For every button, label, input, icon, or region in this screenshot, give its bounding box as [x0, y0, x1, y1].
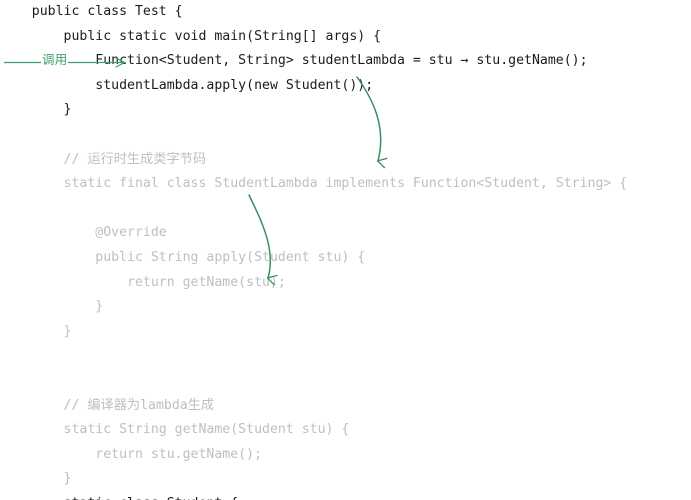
code-line: static final class StudentLambda impleme…	[0, 176, 628, 192]
code-line	[0, 123, 691, 148]
code-line: }	[0, 102, 72, 118]
code-line	[0, 369, 691, 394]
code-line: return getName(stu);	[0, 274, 286, 290]
code-line: // 运行时生成类字节码	[0, 151, 207, 167]
code-line: studentLambda.apply(new Student());	[0, 77, 374, 93]
code-line: @Override	[0, 225, 167, 241]
code-line: }	[0, 299, 104, 315]
call-annotation-label: 调用	[41, 52, 69, 67]
code-line: static class Student {	[0, 492, 691, 500]
code-line: return stu.getName();	[0, 446, 263, 462]
code-line: }	[0, 471, 72, 487]
code-line	[0, 197, 691, 222]
code-line: static String getName(Student stu) {	[0, 422, 350, 438]
code-line: public class Test {	[0, 4, 183, 19]
code-line: }	[0, 323, 72, 339]
code-line: // 编译器为lambda生成	[0, 397, 215, 413]
code-line: public String apply(Student stu) {	[0, 249, 366, 265]
code-line	[0, 344, 691, 369]
code-line: public static void main(String[] args) {	[0, 28, 382, 44]
code-line: Function<Student, String> studentLambda …	[0, 53, 588, 69]
